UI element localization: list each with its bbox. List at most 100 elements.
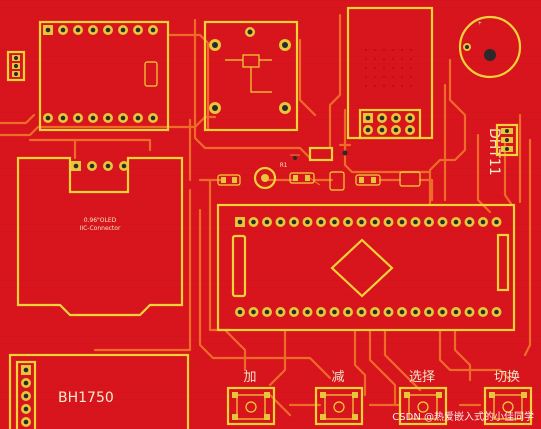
module-dot	[401, 49, 403, 51]
svg-text:+: +	[478, 20, 482, 27]
module-dot	[374, 76, 376, 78]
button-footprints: 加 减 选择 切换	[226, 370, 533, 426]
module-pin	[405, 113, 415, 123]
module-dot	[383, 49, 385, 51]
button-sub: 减	[314, 370, 364, 426]
esp-pad	[103, 25, 113, 35]
module-dot	[392, 67, 394, 69]
oled-pin	[71, 161, 81, 171]
module-dot	[401, 85, 403, 87]
oled-label-line2: IIC-Connector	[80, 225, 121, 232]
module-pin	[391, 125, 401, 135]
mcu-pin-bottom	[329, 307, 340, 317]
mcu-pin-bottom	[262, 307, 272, 317]
button-add-label: 加	[243, 370, 256, 385]
mcu-pin-top	[383, 217, 394, 227]
module-dot	[374, 85, 376, 87]
module-dot	[392, 85, 394, 87]
module-dot	[365, 85, 367, 87]
watermark: CSDN @热爱嵌入式的小佳同学	[392, 410, 534, 423]
module-pin	[363, 125, 373, 135]
bh1750-pin	[21, 417, 31, 427]
mcu-pin-top	[356, 217, 367, 227]
oled-connector-footprint: 0.96"OLED IIC-Connector	[16, 156, 184, 317]
module-dot	[365, 49, 367, 51]
mcu-pin-top	[464, 217, 475, 227]
esp-pad	[43, 113, 53, 123]
dht11-footprint: DHT11	[486, 123, 519, 176]
relay-footprint	[203, 20, 299, 132]
mcu-pin-bottom	[248, 307, 259, 317]
module-dot	[410, 67, 412, 69]
module-dot	[365, 58, 367, 60]
mcu-pin-bottom	[302, 307, 313, 317]
mcu-pin-bottom	[343, 307, 353, 317]
module-dot	[392, 49, 394, 51]
esp-pad	[43, 25, 53, 35]
mcu-pin-top	[451, 217, 461, 227]
mcu-pin-bottom	[424, 307, 434, 317]
module-pin	[377, 125, 387, 135]
module-dot	[392, 76, 394, 78]
esp-pad	[88, 113, 98, 123]
esp-pad	[103, 113, 113, 123]
esp-pad	[58, 25, 68, 35]
module-dot	[374, 58, 376, 60]
esp-pad	[58, 113, 68, 123]
module-dot	[374, 67, 376, 69]
copper-traces	[0, 13, 532, 417]
bh1750-footprint: BH1750	[8, 353, 190, 429]
mcu-pin-bottom	[397, 307, 407, 317]
mcu-pin-top	[478, 217, 488, 227]
mcu-pin-bottom	[275, 307, 286, 317]
mcu-pin-top	[437, 217, 448, 227]
oled-label-line1: 0.96"OLED	[84, 217, 117, 224]
module-dot	[401, 58, 403, 60]
module-dot	[383, 85, 385, 87]
mcu-pin-bottom	[451, 307, 461, 317]
module-dot	[374, 49, 376, 51]
button-switch-label: 切换	[494, 370, 520, 385]
module-dot	[410, 85, 412, 87]
bh1750-pin	[21, 378, 31, 388]
button-select-label: 选择	[409, 370, 435, 385]
mcu-pin-top	[410, 217, 421, 227]
esp-pad	[133, 25, 143, 35]
mcu-pin-bottom	[235, 307, 245, 317]
button-sub-label: 减	[331, 370, 344, 385]
esp-pad	[148, 25, 158, 35]
mcu-pin-top	[491, 217, 502, 227]
esp-module-footprint	[38, 20, 170, 132]
mcu-pin-top	[316, 217, 326, 227]
module-dot	[383, 58, 385, 60]
module-dot	[401, 76, 403, 78]
module-dot	[365, 76, 367, 78]
mcu-pin-bottom	[383, 307, 394, 317]
bh1750-label: BH1750	[58, 390, 114, 406]
module-dot	[365, 67, 367, 69]
mcu-pin-top	[248, 217, 259, 227]
mcu-pin-top	[235, 217, 245, 227]
button-switch: 切换	[483, 370, 533, 426]
esp-pad	[118, 113, 128, 123]
module-dot	[401, 67, 403, 69]
mcu-pin-top	[275, 217, 286, 227]
mcu-pin-bottom	[478, 307, 488, 317]
esp-pad	[88, 25, 98, 35]
bh1750-pin	[21, 365, 31, 375]
bh1750-pin	[21, 404, 31, 414]
mcu-pin-bottom	[289, 307, 299, 317]
esp-pad	[73, 113, 83, 123]
mcu-pin-top	[424, 217, 434, 227]
esp-pad	[148, 113, 158, 123]
mcu-pin-bottom	[370, 307, 380, 317]
svg-text:R1: R1	[280, 162, 288, 169]
mcu-pin-top	[262, 217, 272, 227]
oled-pin	[119, 161, 129, 171]
mcu-pin-bottom	[464, 307, 475, 317]
mcu-pin-top	[302, 217, 313, 227]
module-dot	[392, 58, 394, 60]
mcu-board-footprint	[216, 203, 516, 332]
module-dot	[410, 76, 412, 78]
